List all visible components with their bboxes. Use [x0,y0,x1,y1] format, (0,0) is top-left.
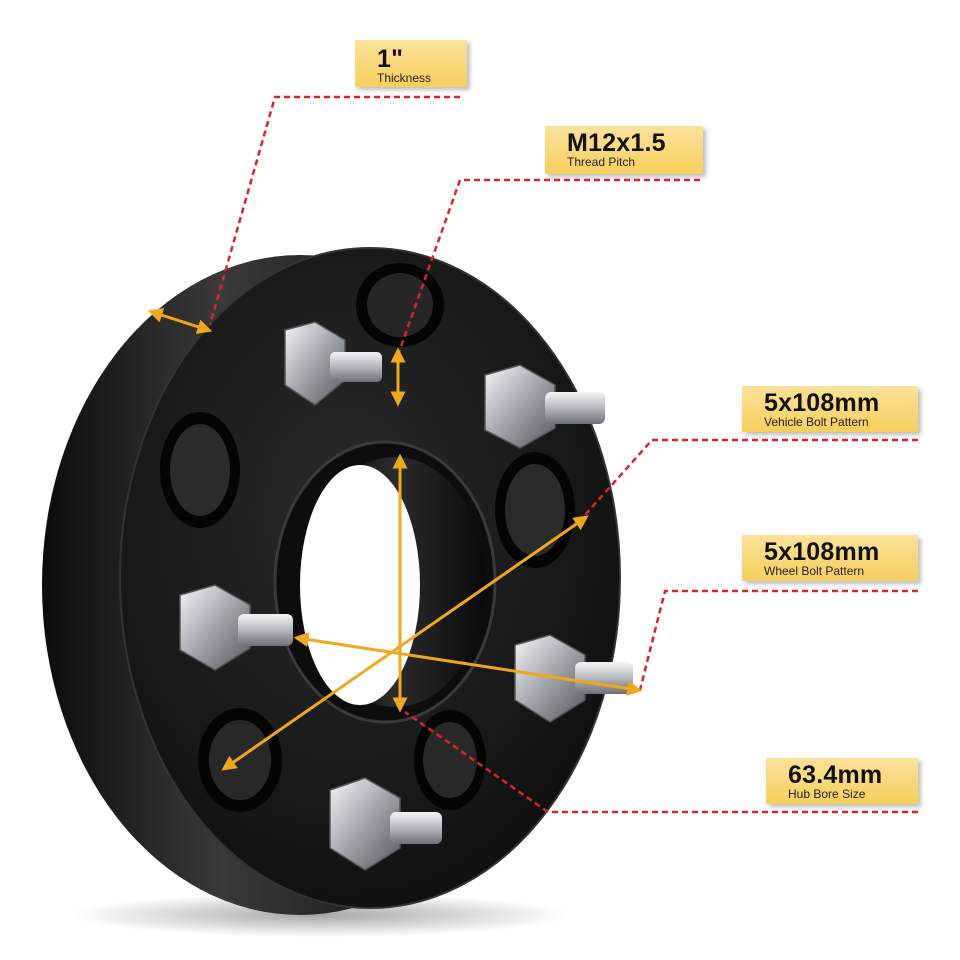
thickness-label: Thickness [377,71,432,85]
hub-bore-value: 63.4mm [788,761,883,789]
lug-nut-icon [329,777,442,871]
leader-lines [208,95,918,814]
vehicle-bolt-pattern-label: Vehicle Bolt Pattern [764,415,869,429]
lug-stud-icon [330,352,382,382]
bolt-hole [160,412,240,528]
bolt-hole [198,708,282,812]
callout-thickness: 1" Thickness [355,40,467,87]
leader-line-thread [396,178,700,356]
ground-shadow [70,893,570,937]
leader-line-vehicle-bolt [584,438,918,516]
callout-thread-pitch: M12x1.5 Thread Pitch [545,126,703,174]
leader-line-wheel-bolt [638,589,918,691]
hub-bore [273,440,497,724]
bolt-hole [356,263,444,347]
dimension-arrow-icon [147,308,643,771]
wheel-bolt-pattern-label: Wheel Bolt Pattern [764,564,865,578]
callout-hub-bore-size: 63.4mm Hub Bore Size [766,758,918,804]
thread-pitch-value: M12x1.5 [567,129,666,157]
lug-stud-icon [545,392,605,424]
vehicle-bolt-pattern-value: 5x108mm [764,389,880,417]
thickness-value: 1" [377,45,404,73]
leader-line-hub-bore [404,710,918,814]
lug-nut-icon [284,321,382,406]
leader-line-thickness [208,95,460,326]
callout-vehicle-bolt-pattern: 5x108mm Vehicle Bolt Pattern [742,386,918,432]
hub-bore-label: Hub Bore Size [788,787,866,801]
bolt-hole [495,452,575,568]
callout-wheel-bolt-pattern: 5x108mm Wheel Bolt Pattern [742,535,918,581]
lug-stud-icon [238,614,293,646]
thread-pitch-label: Thread Pitch [567,155,636,169]
lug-nut-icon [484,364,605,449]
wheel-bolt-pattern-value: 5x108mm [764,538,880,566]
lug-stud-icon [390,812,442,844]
